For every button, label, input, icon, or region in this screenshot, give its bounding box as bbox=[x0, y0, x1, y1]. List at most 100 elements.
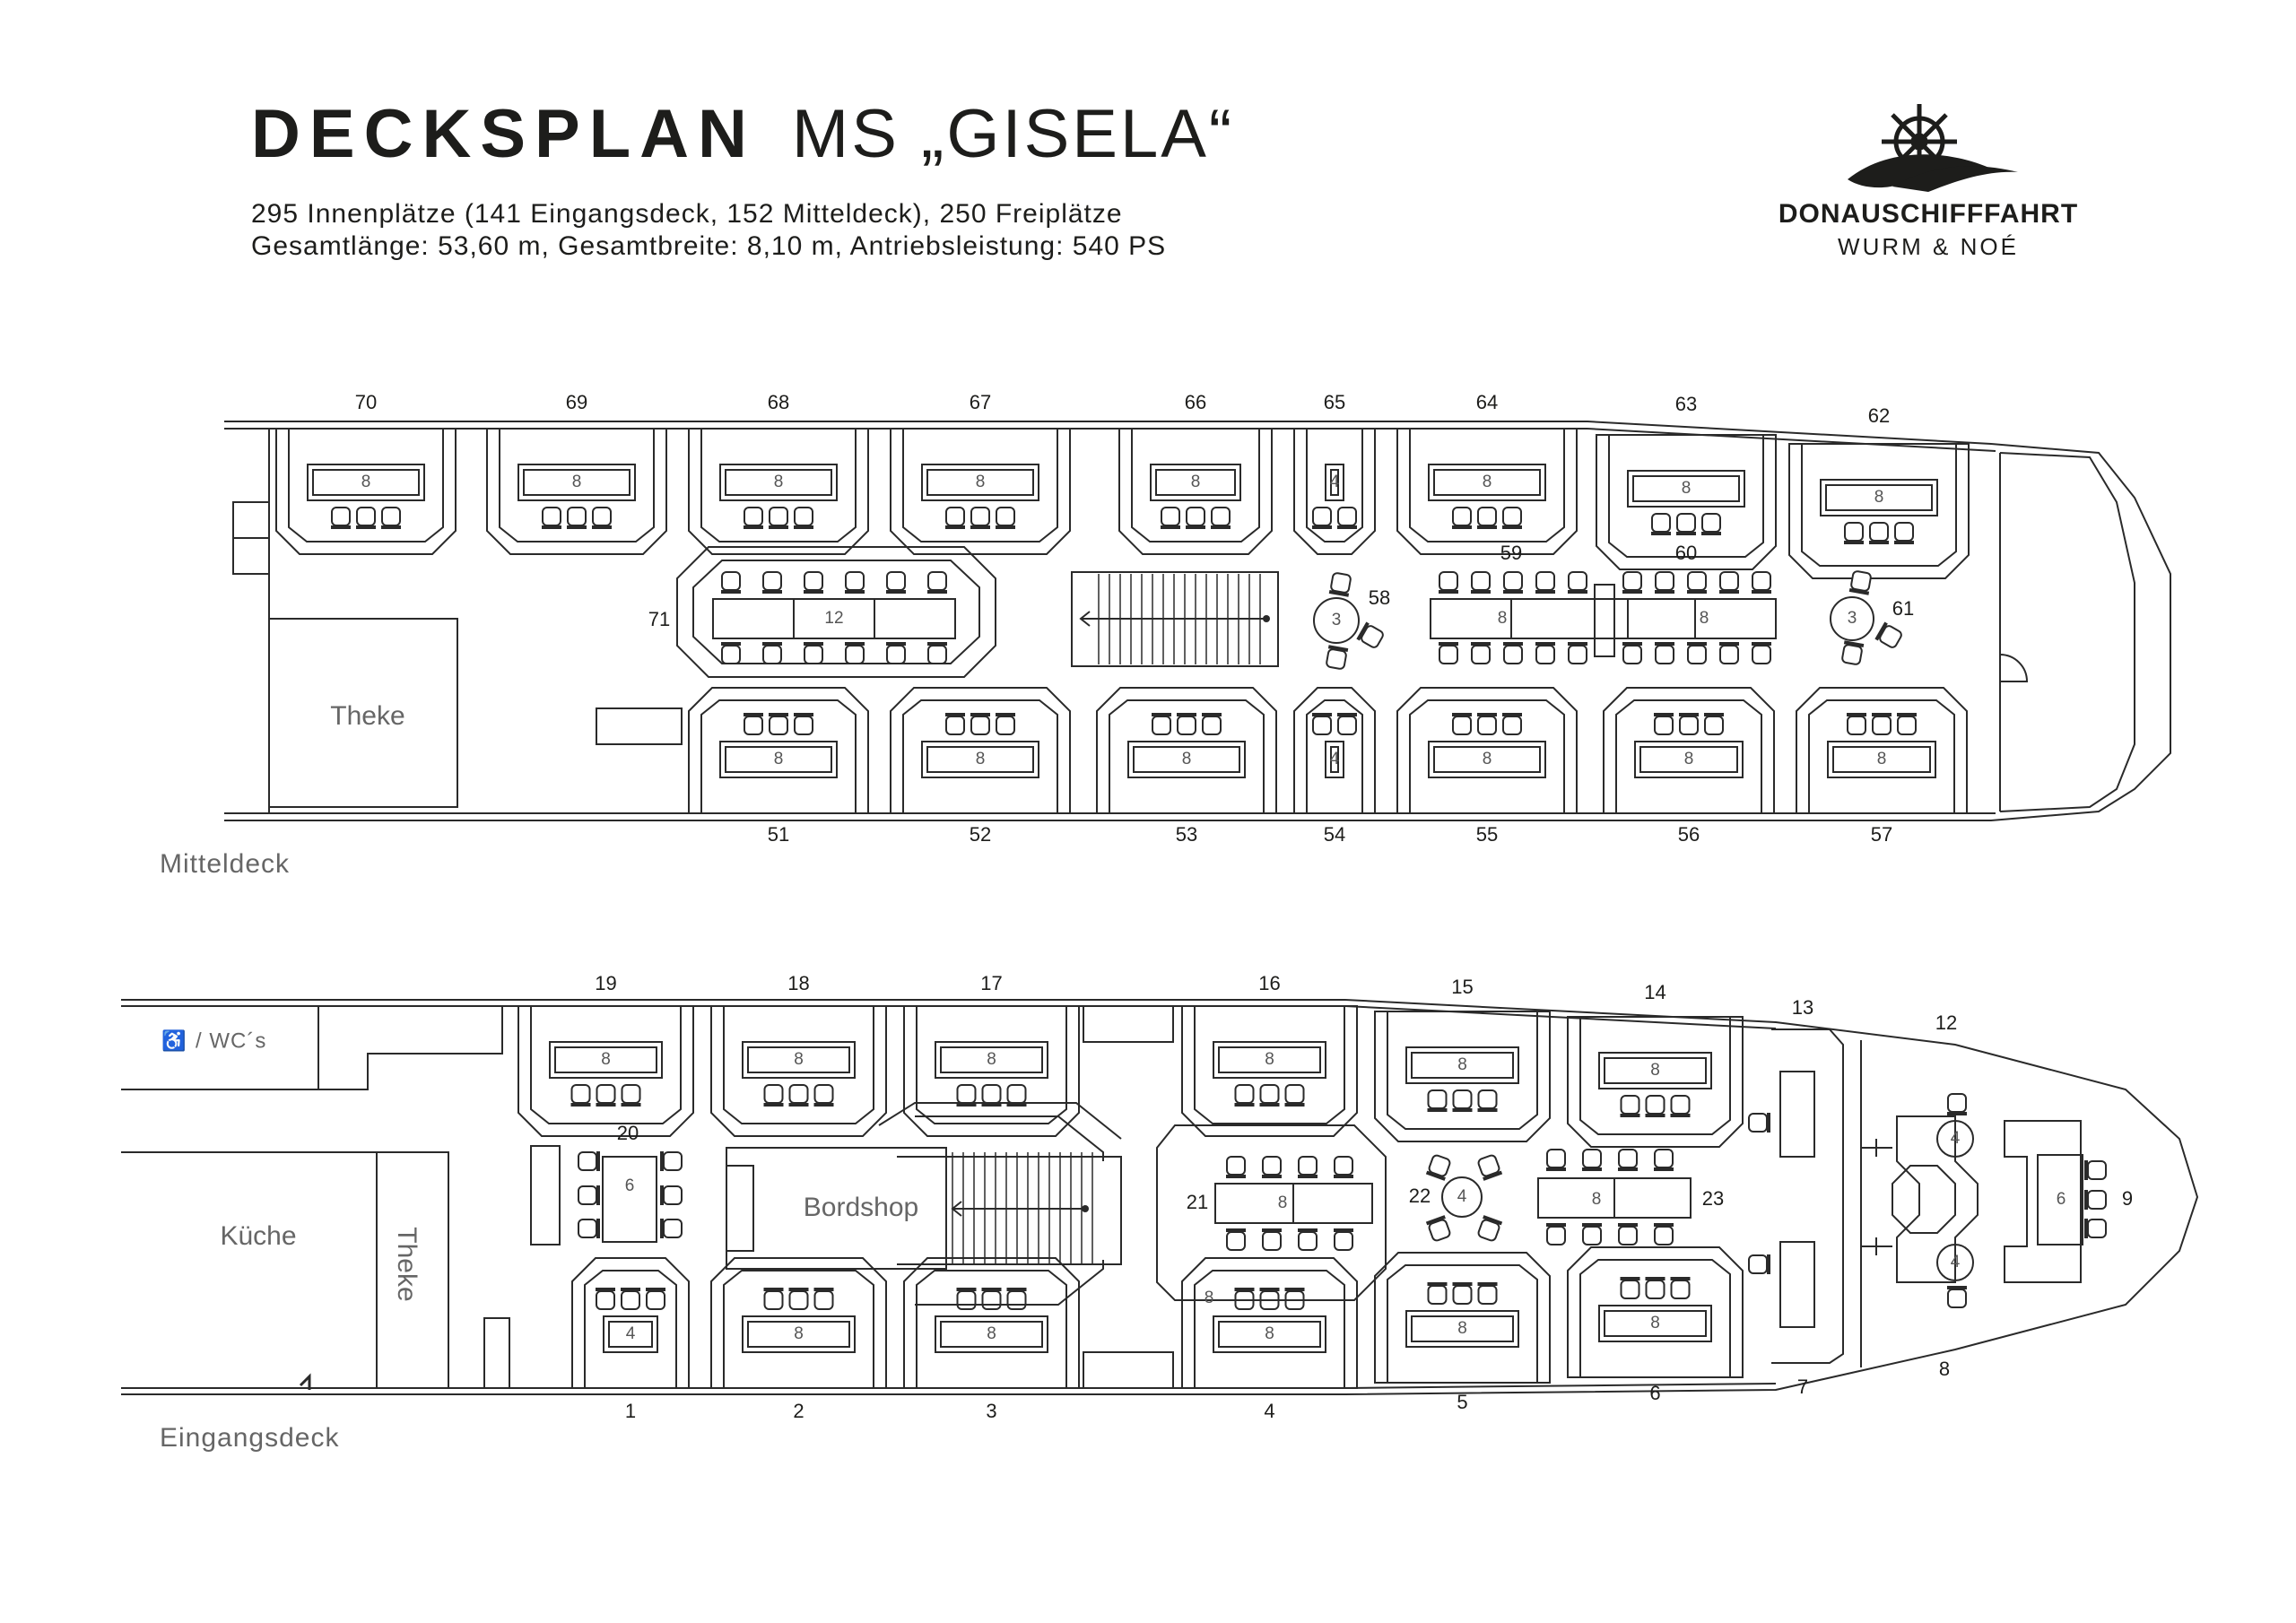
chair bbox=[1654, 1149, 1674, 1171]
chair-seat bbox=[945, 716, 965, 735]
booth-number: 16 bbox=[1258, 972, 1280, 994]
chair-seat bbox=[1622, 571, 1642, 591]
booth-number: 55 bbox=[1476, 823, 1498, 846]
table-seat-count: 8 bbox=[1650, 1061, 1660, 1080]
chair-seat bbox=[1847, 716, 1866, 735]
chair-seat bbox=[1452, 1285, 1473, 1305]
mitteldeck-booth-top: 866 bbox=[1118, 391, 1273, 555]
chair bbox=[1477, 713, 1497, 735]
stair-arrow-head bbox=[951, 1201, 962, 1217]
chair bbox=[567, 507, 587, 529]
chair bbox=[1211, 507, 1231, 529]
chair-seat bbox=[1006, 1290, 1027, 1310]
wheelchair-icon: ♿ bbox=[161, 1029, 186, 1052]
booth-outline bbox=[1181, 1005, 1358, 1137]
booth-outline bbox=[903, 1257, 1080, 1389]
table-60-number: 60 bbox=[1675, 542, 1697, 564]
entrance-mark bbox=[299, 1373, 311, 1390]
booth-outline bbox=[1788, 443, 1970, 579]
chair-seat bbox=[1502, 507, 1522, 526]
wc-corridor bbox=[318, 1006, 503, 1090]
chair bbox=[1502, 507, 1522, 529]
chair-seat bbox=[927, 645, 947, 664]
chair bbox=[1259, 1084, 1280, 1107]
table bbox=[1213, 1315, 1326, 1353]
chair bbox=[1477, 1215, 1503, 1242]
table-59-seats: 8 bbox=[1498, 609, 1508, 628]
booth-bench bbox=[1306, 699, 1363, 813]
mitteldeck-booth-top: 867 bbox=[890, 391, 1071, 555]
chair bbox=[2084, 1190, 2107, 1210]
bow-table-bottom bbox=[1936, 1244, 1974, 1281]
booth-outline bbox=[1293, 687, 1376, 814]
bow-partition bbox=[1771, 1028, 1844, 1364]
booth-number: 4 bbox=[1264, 1400, 1274, 1422]
table-inner bbox=[940, 1046, 1043, 1073]
chair bbox=[660, 1219, 683, 1238]
chair-seat bbox=[970, 507, 990, 526]
table-inner bbox=[312, 469, 420, 496]
bow-inner bbox=[1999, 452, 2135, 812]
table-inner bbox=[926, 469, 1034, 496]
chair bbox=[2084, 1160, 2107, 1180]
chair-seat bbox=[1687, 571, 1707, 591]
chair bbox=[660, 1151, 683, 1171]
table bbox=[1598, 1305, 1712, 1342]
bow-counter-bottom bbox=[1779, 1241, 1815, 1328]
table-seat-count: 8 bbox=[976, 750, 986, 768]
table-seat-count: 4 bbox=[1330, 750, 1340, 768]
hull-inner-top-bow bbox=[1587, 428, 1996, 452]
service-block bbox=[483, 1317, 510, 1389]
chair-seat bbox=[331, 507, 351, 526]
table-inner bbox=[523, 469, 631, 496]
eingangsdeck-booth-bottom: 85 bbox=[1374, 1252, 1551, 1413]
chair-seat bbox=[1844, 522, 1864, 542]
booth-bench bbox=[1579, 1259, 1731, 1377]
table bbox=[1827, 741, 1936, 778]
chair-seat bbox=[1477, 716, 1497, 735]
booth-number: 52 bbox=[970, 823, 991, 846]
table bbox=[719, 741, 838, 778]
table-seat-count: 8 bbox=[774, 473, 784, 491]
chair bbox=[1535, 642, 1555, 664]
booth-number: 63 bbox=[1675, 393, 1697, 415]
chair bbox=[1439, 571, 1458, 594]
chair-back bbox=[1327, 645, 1349, 653]
chair-seat bbox=[1259, 1084, 1280, 1104]
passage-bottom bbox=[1083, 1351, 1174, 1389]
eingangsdeck-booth-top: 819 bbox=[517, 972, 694, 1137]
chair-seat bbox=[845, 571, 865, 591]
booth-outline bbox=[571, 1257, 690, 1389]
table-20-number: 20 bbox=[617, 1122, 639, 1144]
booth-bench bbox=[902, 699, 1058, 813]
table bbox=[1428, 464, 1546, 501]
divider-post bbox=[1594, 584, 1615, 657]
chair bbox=[1337, 713, 1357, 735]
chair-back bbox=[1356, 621, 1370, 641]
booth-number: 15 bbox=[1451, 976, 1473, 998]
hull-inner-bottom-bow bbox=[1344, 1383, 1777, 1389]
table-seat-count: 8 bbox=[1874, 488, 1884, 507]
chair-seat bbox=[621, 1084, 641, 1104]
chair-seat bbox=[1211, 507, 1231, 526]
chair bbox=[1687, 642, 1707, 664]
passage-top bbox=[1083, 1005, 1174, 1043]
chair bbox=[1177, 713, 1196, 735]
bordshop-door bbox=[726, 1165, 754, 1252]
table-61 bbox=[1830, 596, 1874, 641]
table-inner bbox=[1825, 484, 1933, 511]
booth-number: 68 bbox=[768, 391, 789, 413]
chair-seat bbox=[570, 1084, 591, 1104]
chair bbox=[927, 571, 947, 594]
chair-seat bbox=[1439, 645, 1458, 664]
mitteldeck: Theke87086986886786646586486386285185285… bbox=[160, 391, 2171, 879]
chair-seat bbox=[1655, 571, 1674, 591]
booth-number: 65 bbox=[1324, 391, 1345, 413]
mitteldeck-booth-bottom: 454 bbox=[1293, 687, 1376, 846]
chair bbox=[1262, 1228, 1282, 1251]
chair bbox=[970, 713, 990, 735]
chair bbox=[762, 642, 782, 664]
booth-bench bbox=[902, 429, 1058, 542]
booth-bench bbox=[916, 1006, 1067, 1124]
